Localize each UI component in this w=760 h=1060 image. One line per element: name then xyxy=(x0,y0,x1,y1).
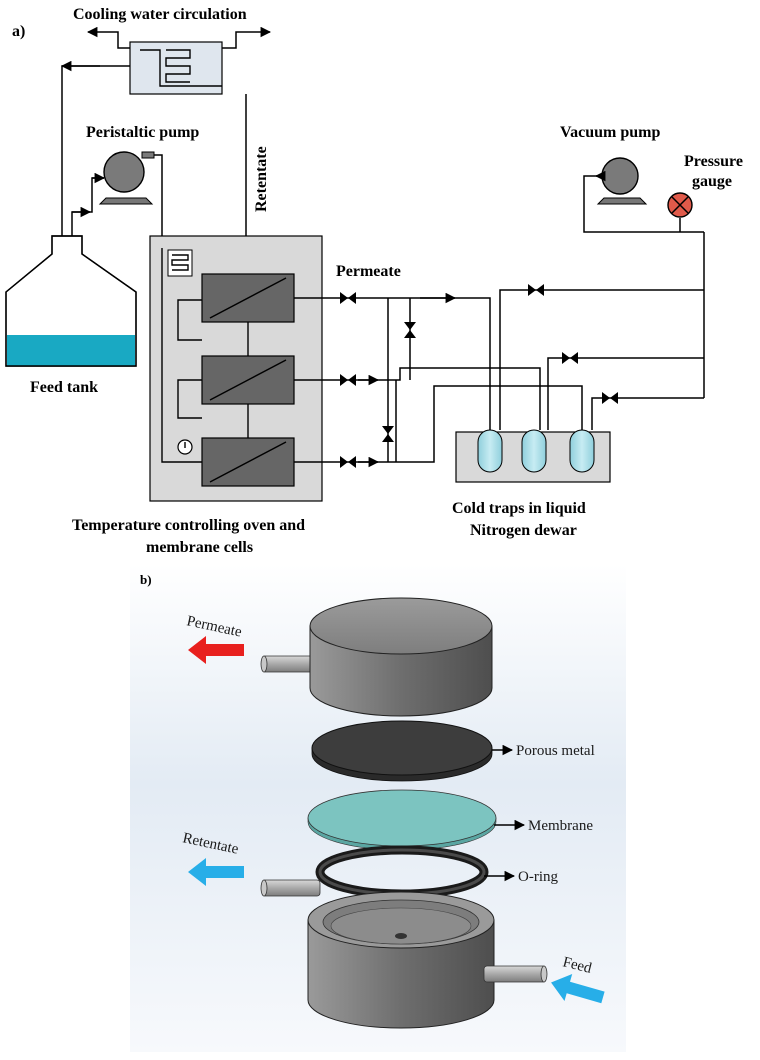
panel-b-label: b) xyxy=(140,572,152,587)
valve-3a xyxy=(340,456,348,468)
permeate-label: Permeate xyxy=(336,263,401,280)
panel-a: a) Cooling water circulation Retentate P… xyxy=(5,6,743,556)
valve-1b xyxy=(348,292,356,304)
cold-trap-dewar xyxy=(455,429,611,483)
retentate-label: Retentate xyxy=(253,146,270,212)
feed-arrow xyxy=(551,974,605,1004)
permeate-arrow xyxy=(188,636,244,664)
cold-trap-1 xyxy=(477,429,503,473)
vacuum-line-1 xyxy=(499,289,704,430)
pressure-gauge xyxy=(667,192,693,232)
valve-bypass-2b xyxy=(382,434,394,442)
permeate-line-2 xyxy=(294,367,541,430)
oven-label-line1: Temperature controlling oven and xyxy=(72,517,305,534)
top-cap xyxy=(260,597,493,717)
valve-2a xyxy=(340,374,348,386)
valve-bypass-2a xyxy=(382,426,394,434)
cooling-water-in-line xyxy=(222,26,272,49)
vacuum-pump-line xyxy=(583,175,704,233)
peristaltic-pump xyxy=(98,151,155,205)
vacuum-line-3 xyxy=(591,397,704,430)
valve-bypass-1a xyxy=(404,322,416,330)
cooling-water-label: Cooling water circulation xyxy=(73,6,247,23)
feed-tank-label: Feed tank xyxy=(30,379,98,396)
peristaltic-pump-label: Peristaltic pump xyxy=(86,124,199,141)
panel-a-label: a) xyxy=(12,23,25,40)
cold-traps-label-line2: Nitrogen dewar xyxy=(470,522,577,539)
oven xyxy=(149,235,323,502)
valve-bypass-1b xyxy=(404,330,416,338)
vacuum-pump xyxy=(596,157,648,205)
membrane-label: Membrane xyxy=(528,818,593,834)
valve-1a xyxy=(340,292,348,304)
cold-trap-2 xyxy=(521,429,547,473)
pressure-gauge-label-line1: Pressure xyxy=(684,153,743,170)
vacuum-pump-label: Vacuum pump xyxy=(560,124,660,141)
panel-b: b) Porous metal Membrane xyxy=(130,564,626,1052)
feed-tank xyxy=(5,235,137,367)
pump-to-oven-line xyxy=(154,154,163,248)
cold-trap-3 xyxy=(569,429,595,473)
feed-flow-label: Feed xyxy=(561,954,594,977)
cold-traps-label-line1: Cold traps in liquid xyxy=(452,500,586,517)
valve-3b xyxy=(348,456,356,468)
valve-2b xyxy=(348,374,356,386)
o-ring-label: O-ring xyxy=(518,869,558,885)
bottom-base xyxy=(260,879,548,1029)
pressure-gauge-label-line2: gauge xyxy=(692,173,732,190)
porous-metal-disc xyxy=(311,720,493,782)
porous-metal-label: Porous metal xyxy=(516,743,595,759)
vacuum-line-2 xyxy=(547,357,704,430)
heat-exchanger xyxy=(129,41,223,95)
membrane-disc xyxy=(307,789,497,851)
permeate-line-1 xyxy=(294,297,491,430)
cooling-water-out-line xyxy=(86,26,130,49)
retentate-arrow xyxy=(188,858,244,886)
oven-label-line2: membrane cells xyxy=(146,539,253,556)
